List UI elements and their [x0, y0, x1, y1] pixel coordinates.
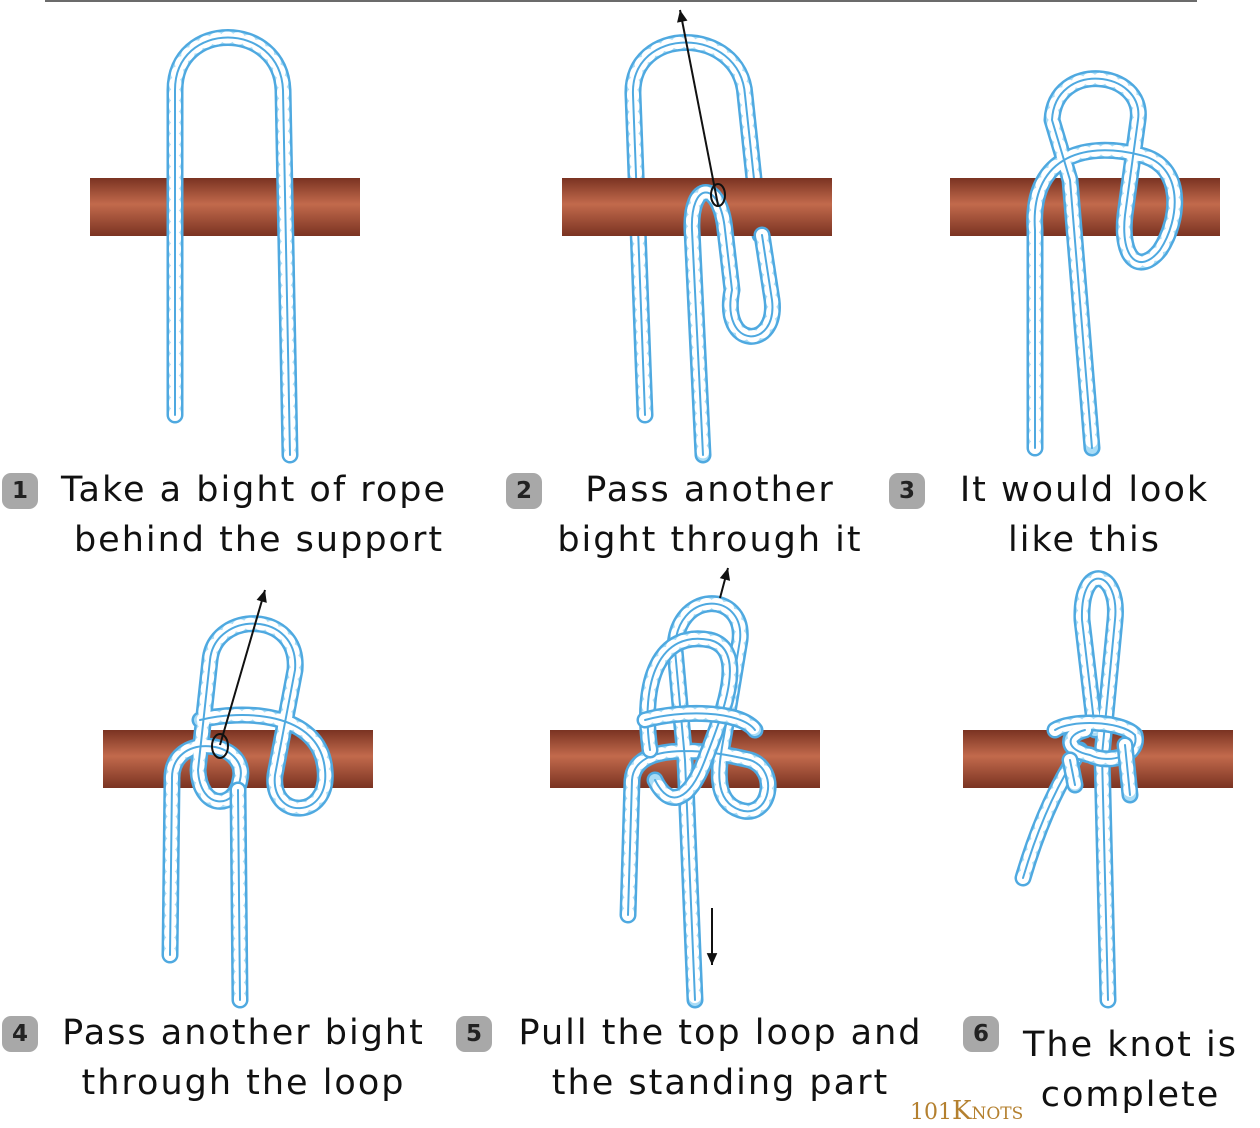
arrow-up — [719, 567, 731, 599]
through-ring — [211, 733, 229, 759]
rope-layer — [1069, 744, 1131, 796]
step-1-line-2: behind the support — [73, 520, 445, 560]
step-1-illustration — [90, 29, 360, 464]
rope-layer — [169, 31, 296, 461]
arrow-down — [706, 908, 718, 965]
rope-layer — [690, 191, 774, 456]
step-3-badge: 3 — [889, 473, 925, 509]
arrow-head — [256, 590, 267, 603]
step-3-caption: It would look like this — [942, 465, 1227, 565]
step-2-line-2: bight through it — [557, 520, 863, 560]
arrow-shaft — [219, 589, 266, 746]
rope — [175, 38, 290, 456]
logo-part-2: K — [952, 1096, 972, 1126]
arrow-head — [719, 568, 731, 581]
step-1-caption: Take a bight of rope behind the support — [44, 465, 464, 565]
step-4-line-1: Pass another bight — [62, 1013, 425, 1053]
step-6-badge: 6 — [963, 1016, 999, 1052]
step-6-caption: The knot is complete — [1008, 1020, 1253, 1120]
arrow-shaft — [679, 9, 719, 206]
step-2-caption: Pass another bight through it — [540, 465, 880, 565]
step-2-line-1: Pass another — [585, 470, 835, 510]
step-5-badge: 5 — [456, 1016, 492, 1052]
arrow-head — [677, 10, 688, 23]
support-bar — [90, 178, 360, 236]
rope-layer — [174, 36, 291, 456]
step-4-badge: 4 — [2, 1016, 38, 1052]
support-bar-shape — [90, 178, 360, 236]
step-3-illustration — [950, 70, 1220, 457]
logo-part-3: NOTS — [971, 1104, 1024, 1124]
step-5-line-1: Pull the top loop and — [518, 1013, 923, 1053]
arrow-head — [706, 953, 718, 965]
step-3-line-2: like this — [1008, 520, 1161, 560]
top-divider — [45, 0, 1197, 2]
arrow-up — [219, 589, 267, 746]
rope-layer — [1033, 77, 1176, 449]
rope-layer — [169, 622, 327, 956]
through-ring — [710, 183, 726, 207]
rope-layer — [1080, 577, 1117, 1001]
rope-layer — [166, 29, 299, 464]
arrow-up — [677, 9, 719, 206]
rope-layer — [161, 615, 334, 964]
step-4-line-2: through the loop — [81, 1063, 406, 1103]
rope-layer — [169, 31, 296, 461]
step-2-badge: 2 — [506, 473, 542, 509]
logo-part-1: 101 — [910, 1100, 952, 1125]
step-4-caption: Pass another bight through the loop — [46, 1008, 441, 1108]
step-5-caption: Pull the top loop and the standing part — [498, 1008, 943, 1108]
step-3-line-1: It would look — [959, 470, 1210, 510]
rope-layer — [627, 602, 769, 1001]
step-6-illustration — [963, 570, 1233, 1009]
rope-layer — [646, 637, 731, 799]
step-5-illustration — [550, 567, 820, 1009]
step-6-line-2: complete — [1040, 1075, 1221, 1115]
step-2-illustration — [562, 9, 832, 464]
brand-logo: 101KNOTS — [910, 1096, 1023, 1126]
step-4-illustration — [103, 589, 373, 1009]
step-5-line-2: the standing part — [551, 1063, 890, 1103]
step-1-line-1: Take a bight of rope — [60, 470, 448, 510]
rope-layer — [237, 789, 241, 1001]
rope-layer — [644, 712, 756, 731]
step-6-line-1: The knot is — [1023, 1025, 1238, 1065]
step-1-badge: 1 — [2, 473, 38, 509]
